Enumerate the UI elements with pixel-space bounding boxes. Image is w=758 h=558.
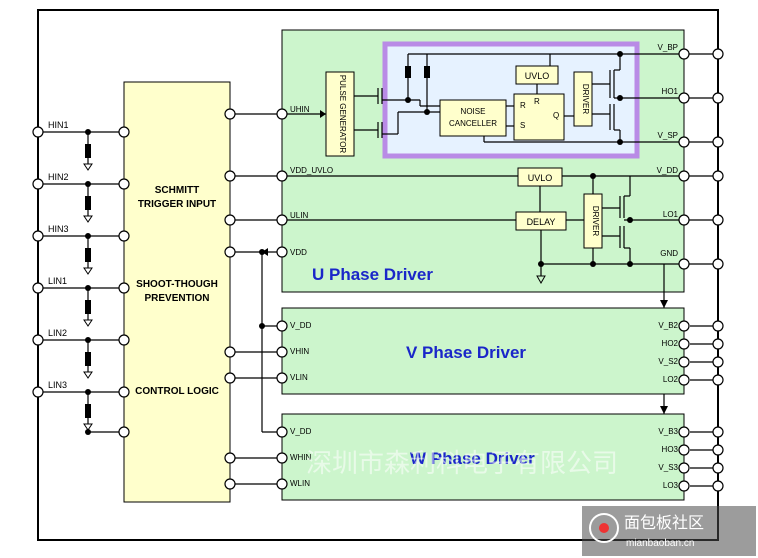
w-pin-VDD: V_DD <box>290 427 312 436</box>
latch-r2: R <box>534 97 540 106</box>
input-pin-section <box>38 129 124 435</box>
pulse-generator-label: PULSE GENERATOR <box>338 75 347 154</box>
control-text-2: TRIGGER INPUT <box>138 199 216 210</box>
w-pin-LO3: LO3 <box>663 481 679 490</box>
u-pin-VBP: V_BP <box>658 43 678 52</box>
u-phase-wiring <box>230 53 690 414</box>
w-pin-VB3: V_B3 <box>658 427 678 436</box>
hs-uvlo-label: UVLO <box>525 71 550 81</box>
rs-latch-block <box>513 93 565 141</box>
pin-label-LIN2: LIN2 <box>48 328 67 338</box>
pulse-generator-block <box>325 71 355 157</box>
noise-canceller-block <box>439 99 507 137</box>
v-pin-VHIN: VHIN <box>290 347 309 356</box>
u-pin-VDD-right: V_DD <box>657 166 679 175</box>
input-HIN1 <box>38 129 124 171</box>
u-pin-HO1: HO1 <box>662 87 679 96</box>
v-pin-LO2: LO2 <box>663 375 679 384</box>
control-text-5: CONTROL LOGIC <box>135 386 219 397</box>
u-pin-VDD: VDD <box>290 248 307 257</box>
latch-s: S <box>520 121 525 130</box>
hs-driver-label: DRIVER <box>581 84 590 114</box>
v-pin-VDD: V_DD <box>290 321 312 330</box>
pin-label-HIN3: HIN3 <box>48 224 69 234</box>
v-pin-VLIN: VLIN <box>290 373 308 382</box>
input-HIN3 <box>38 233 124 275</box>
u-pin-VDD_UVLO: VDD_UVLO <box>290 166 333 175</box>
latch-q: Q <box>553 111 559 120</box>
input-LIN2 <box>38 337 124 379</box>
u-pin-LO1: LO1 <box>663 210 679 219</box>
noise-canceller-line1: NOISE <box>461 107 486 116</box>
ls-uvlo-label: UVLO <box>528 173 553 183</box>
u-pin-VSP: V_SP <box>658 131 678 140</box>
w-phase-block <box>281 413 685 501</box>
watermark-logo-text: 面包板社区 <box>624 514 704 532</box>
watermark-logo-url: mianbaoban.cn <box>626 538 694 549</box>
right-package-pins <box>678 48 724 492</box>
w-pin-WHIN: WHIN <box>290 453 312 462</box>
input-HIN2 <box>38 181 124 223</box>
left-package-pins <box>32 108 236 490</box>
pin-label-LIN3: LIN3 <box>48 380 67 390</box>
ls-driver-label: DRIVER <box>591 206 600 236</box>
v-phase-title: V Phase Driver <box>406 343 526 362</box>
v-pin-VS2: V_S2 <box>658 357 678 366</box>
v-pin-HO2: HO2 <box>662 339 679 348</box>
watermark-company: 深圳市森利科电子有限公司 <box>306 449 618 479</box>
delay-label: DELAY <box>527 217 556 227</box>
hs-driver-block <box>573 71 593 127</box>
u-pin-ULIN: ULIN <box>290 211 308 220</box>
control-text-3: SHOOT-THOUGH <box>136 279 218 290</box>
w-pin-HO3: HO3 <box>662 445 679 454</box>
control-logic-block <box>123 81 231 503</box>
control-text-1: SCHMITT <box>155 185 199 196</box>
control-text-4: PREVENTION <box>144 293 209 304</box>
u-phase-junction-dots <box>405 51 633 267</box>
u-pin-GND: GND <box>660 249 678 258</box>
v-pin-VB2: V_B2 <box>658 321 678 330</box>
input-LIN1 <box>38 285 124 327</box>
u-phase-title: U Phase Driver <box>312 265 433 284</box>
pin-label-HIN2: HIN2 <box>48 172 69 182</box>
v-phase-block <box>281 307 685 395</box>
input-LIN3 <box>38 389 124 435</box>
watermark-logo <box>582 506 756 556</box>
w-pin-WLIN: WLIN <box>290 479 310 488</box>
w-pin-VS3: V_S3 <box>658 463 678 472</box>
noise-canceller-line2: CANCELLER <box>449 119 497 128</box>
vw-phase-pins <box>276 320 690 492</box>
pin-label-LIN1: LIN1 <box>48 276 67 286</box>
u-phase-left-pins <box>276 108 288 258</box>
latch-r1: R <box>520 101 526 110</box>
w-phase-title: W Phase Driver <box>410 449 535 468</box>
highside-highlight <box>382 41 640 159</box>
pin-label-HIN1: HIN1 <box>48 120 69 130</box>
u-pin-UHIN: UHIN <box>290 105 310 114</box>
